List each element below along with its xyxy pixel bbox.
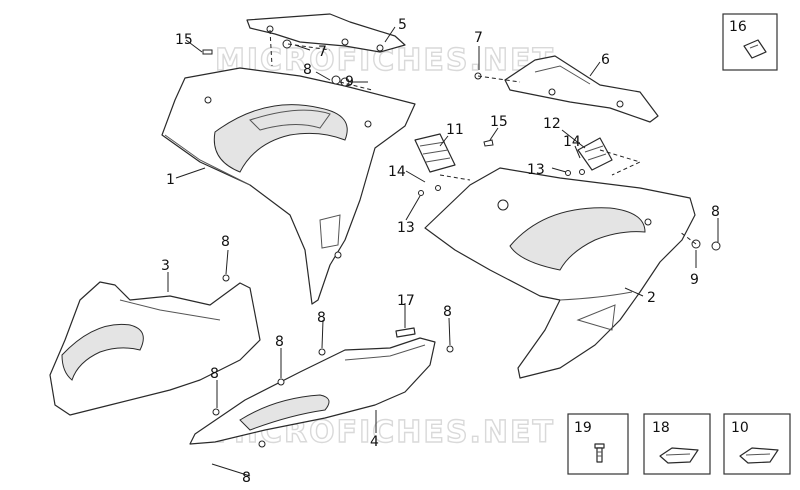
callout-18: 18: [652, 420, 670, 436]
part-3-lower-panel: [49, 281, 261, 416]
callout-15a: 15: [175, 32, 193, 48]
callout-4: 4: [370, 434, 379, 450]
part-12-bracket: [577, 137, 613, 171]
callout-15b: 15: [490, 114, 508, 130]
callout-16: 16: [729, 19, 747, 35]
callout-8h: 8: [711, 204, 720, 220]
inset-box-18: 18: [643, 413, 711, 475]
callout-13b: 13: [527, 162, 545, 178]
callout-12: 12: [543, 116, 561, 132]
callout-11: 11: [446, 122, 464, 138]
callout-14b: 14: [563, 134, 581, 150]
callout-6: 6: [601, 52, 610, 68]
callout-19: 19: [574, 420, 592, 436]
callout-8a: 8: [303, 62, 312, 78]
callout-8b: 8: [221, 234, 230, 250]
callout-7a: 7: [318, 44, 327, 60]
callout-5: 5: [398, 17, 407, 33]
part-6-bracket: [504, 55, 659, 123]
callout-10: 10: [731, 420, 749, 436]
callout-9b: 9: [690, 272, 699, 288]
callout-8d: 8: [275, 334, 284, 350]
callout-13a: 13: [397, 220, 415, 236]
callout-8f: 8: [443, 304, 452, 320]
callout-7b: 7: [474, 30, 483, 46]
callout-8g: 8: [242, 470, 251, 486]
assembly-lines: [269, 29, 697, 245]
part-11-bracket: [414, 133, 456, 173]
inset-box-16: 16: [722, 13, 778, 71]
callout-3: 3: [161, 258, 170, 274]
callout-1: 1: [166, 172, 175, 188]
callout-8c: 8: [317, 310, 326, 326]
part-17-rod: [395, 327, 416, 338]
callout-8e: 8: [210, 366, 219, 382]
callout-17: 17: [397, 293, 415, 309]
callout-14a: 14: [388, 164, 406, 180]
hardware-screws: [202, 39, 721, 448]
leader-lines: [167, 26, 719, 477]
inset-box-10: 10: [723, 413, 791, 475]
callout-9a: 9: [345, 74, 354, 90]
inset-box-19: 19: [567, 413, 629, 475]
part-2-right-panel: [424, 167, 696, 379]
part-1-left-panel: [161, 67, 416, 305]
callout-2: 2: [647, 290, 656, 306]
part-5-bracket: [246, 13, 406, 53]
part-4-belly-pan: [189, 337, 436, 445]
